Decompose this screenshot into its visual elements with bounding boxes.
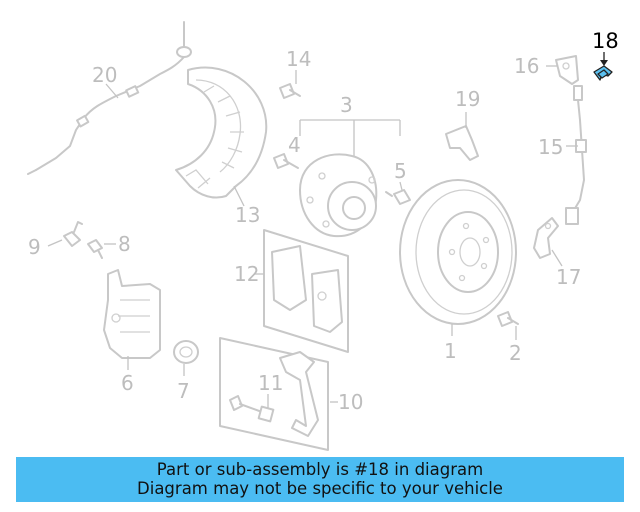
callout-17[interactable]: 17 (556, 265, 581, 289)
part-9-bleeder (63, 221, 83, 247)
leader-5 (399, 181, 403, 191)
part-5-bolt (385, 189, 411, 205)
leader-13 (233, 185, 245, 207)
part-8-cap (87, 239, 103, 259)
callout-3[interactable]: 3 (340, 93, 353, 117)
callout-13[interactable]: 13 (235, 203, 260, 227)
banner-line-2: Diagram may not be specific to your vehi… (137, 479, 503, 498)
arrow-18 (600, 60, 608, 66)
callout-20[interactable]: 20 (92, 63, 117, 87)
callout-15[interactable]: 15 (538, 135, 563, 159)
banner-line-1: Part or sub-assembly is #18 in diagram (156, 460, 484, 479)
part-17-hose-bracket (533, 217, 559, 259)
part-10-hardware-kit (219, 337, 329, 451)
callout-1[interactable]: 1 (444, 339, 457, 363)
callout-6[interactable]: 6 (121, 371, 134, 395)
callout-7[interactable]: 7 (177, 379, 190, 403)
part-6-caliper (103, 269, 161, 359)
callout-11[interactable]: 11 (258, 371, 283, 395)
part-20-sensor-wire (27, 21, 192, 175)
part-14-bolt (279, 83, 301, 99)
leader-20 (105, 83, 119, 99)
callout-18[interactable]: 18 (592, 29, 619, 53)
part-15-brake-hose (565, 85, 587, 225)
callout-5[interactable]: 5 (394, 159, 407, 183)
part-1-rotor (399, 179, 517, 325)
part-12-pad-set (263, 229, 349, 353)
callout-8[interactable]: 8 (118, 232, 131, 256)
part-4-bolt (273, 153, 299, 169)
callout-2[interactable]: 2 (509, 341, 522, 365)
part-2-screw (497, 311, 519, 327)
callout-12[interactable]: 12 (234, 262, 259, 286)
info-banner: Part or sub-assembly is #18 in diagram D… (16, 457, 624, 502)
leader-9 (47, 239, 63, 247)
leader-17 (551, 249, 563, 267)
part-3-hub-assembly (299, 153, 378, 238)
part-18-clip-highlighted[interactable] (593, 65, 613, 81)
part-7-seal (173, 340, 199, 364)
parts-diagram: 20 13 14 3 4 5 (27, 21, 619, 451)
callout-10[interactable]: 10 (338, 390, 363, 414)
callout-4[interactable]: 4 (288, 133, 301, 157)
callout-14[interactable]: 14 (286, 47, 311, 71)
part-16-bracket (555, 55, 579, 85)
callout-9[interactable]: 9 (28, 235, 41, 259)
part-19-wear-sensor (445, 125, 479, 161)
callout-19[interactable]: 19 (455, 87, 480, 111)
leader-3 (299, 119, 401, 164)
part-13-splash-shield (175, 66, 268, 199)
callout-16[interactable]: 16 (514, 54, 539, 78)
